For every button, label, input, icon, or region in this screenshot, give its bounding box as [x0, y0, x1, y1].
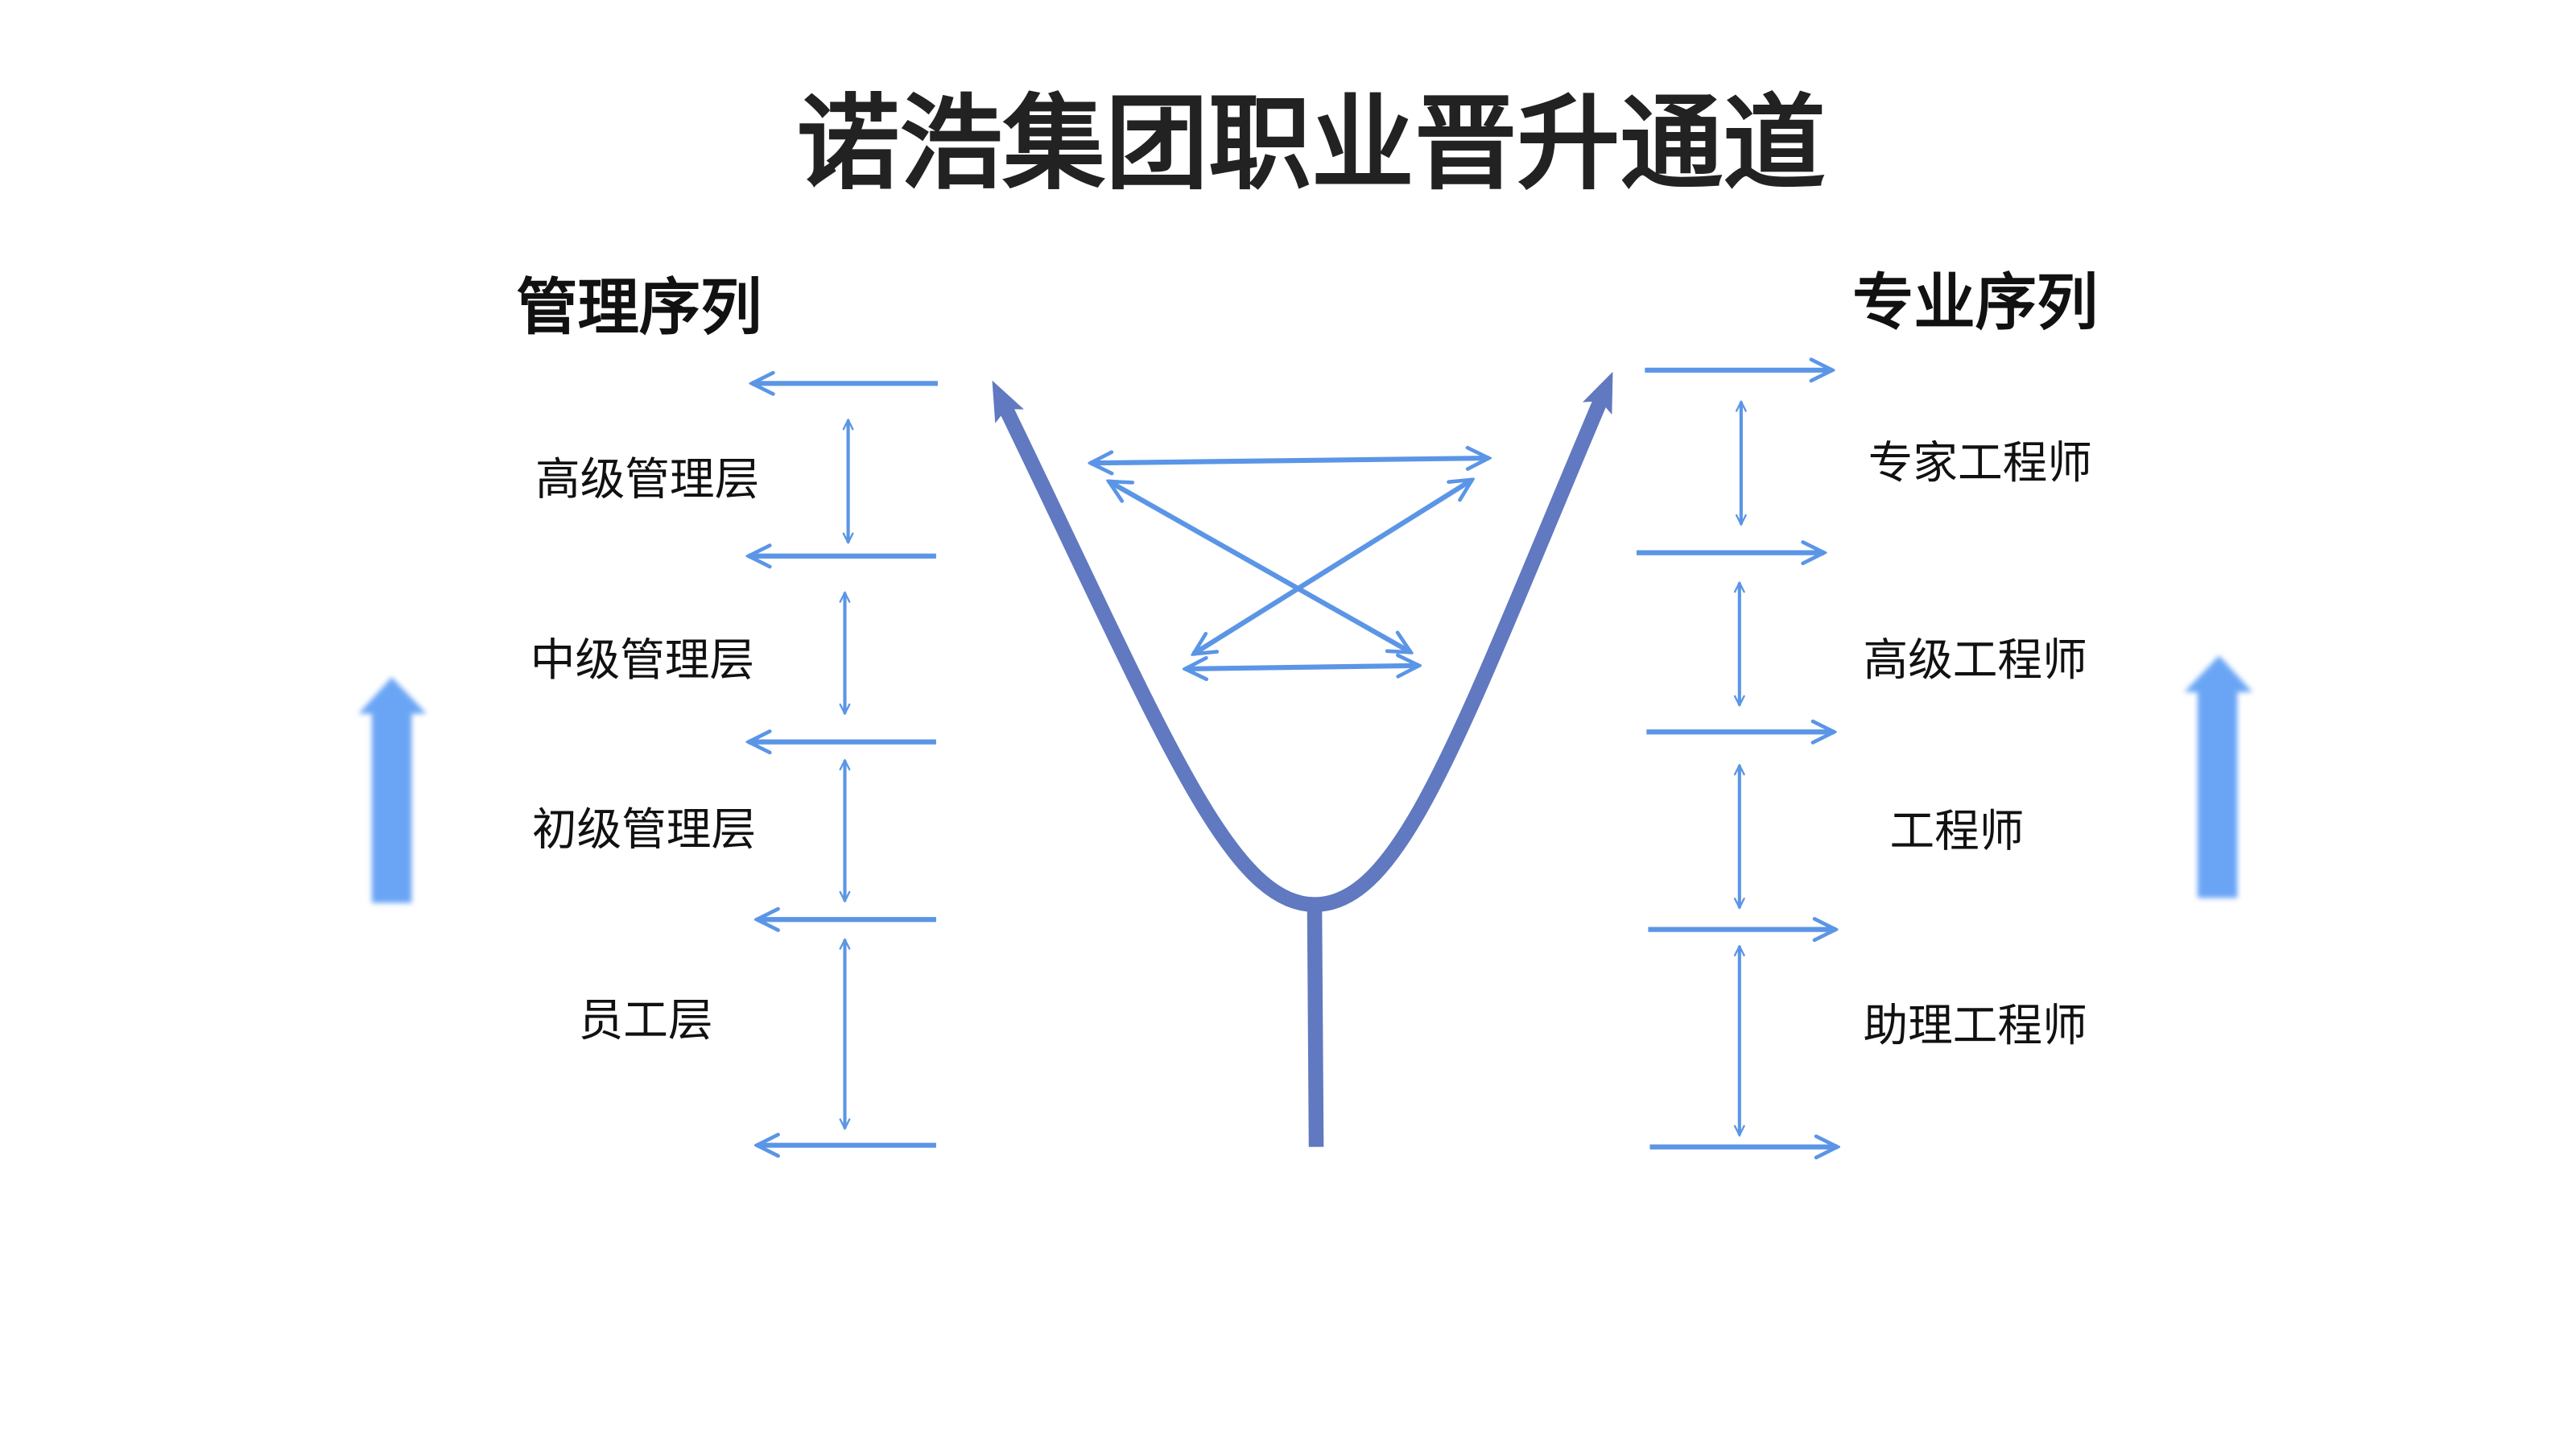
management-level-label: 员工层: [579, 995, 713, 1047]
management-level-label: 初级管理层: [532, 803, 756, 856]
management-level-label: 中级管理层: [530, 634, 754, 687]
transfer-arrow: [1091, 458, 1489, 463]
management-level-label: 高级管理层: [535, 453, 759, 506]
professional-heading: 专业序列: [1852, 266, 2098, 338]
professional-level-label: 助理工程师: [1863, 1000, 2087, 1052]
professional-level-spans: [1740, 402, 1741, 1135]
professional-level-label: 高级工程师: [1863, 634, 2087, 687]
transfer-arrow: [1108, 479, 1410, 655]
transfer-arrow: [1185, 666, 1419, 669]
cross-transfer-arrows: [1091, 458, 1489, 669]
transfer-arrow: [1193, 480, 1472, 654]
management-branch-arrow: [992, 380, 1315, 912]
y-branch-shape: [992, 371, 1613, 1147]
professional-level-label: 工程师: [1889, 806, 2024, 858]
professional-up-arrow-icon: [2184, 655, 2252, 898]
management-level-dividers: [749, 383, 938, 1145]
management-up-arrow-icon: [358, 677, 427, 903]
professional-level-label: 专家工程师: [1868, 437, 2092, 489]
management-heading: 管理序列: [516, 270, 762, 343]
y-stem: [1307, 904, 1324, 1147]
professional-branch-arrow: [1314, 371, 1613, 912]
professional-level-dividers: [1636, 370, 1837, 1147]
page-title: 诺浩集团职业晋升通道: [797, 85, 1826, 204]
management-level-spans: [844, 420, 848, 1129]
